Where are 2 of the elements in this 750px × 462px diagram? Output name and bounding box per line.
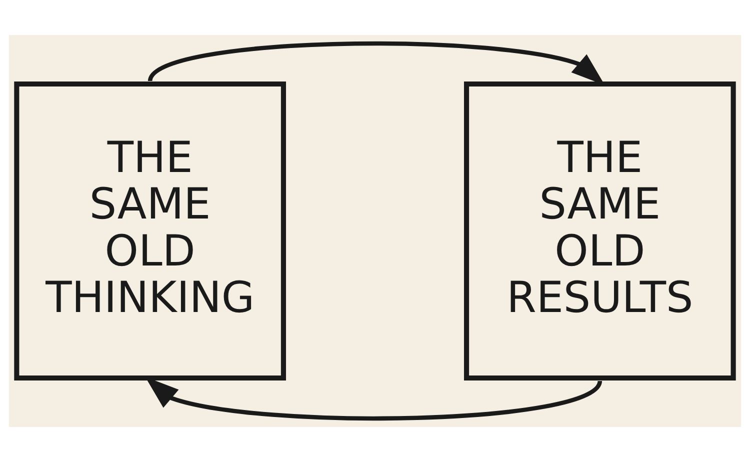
node-box: THE SAME OLD THINKING bbox=[14, 81, 286, 381]
node-box: THE SAME OLD RESULTS bbox=[464, 81, 736, 381]
